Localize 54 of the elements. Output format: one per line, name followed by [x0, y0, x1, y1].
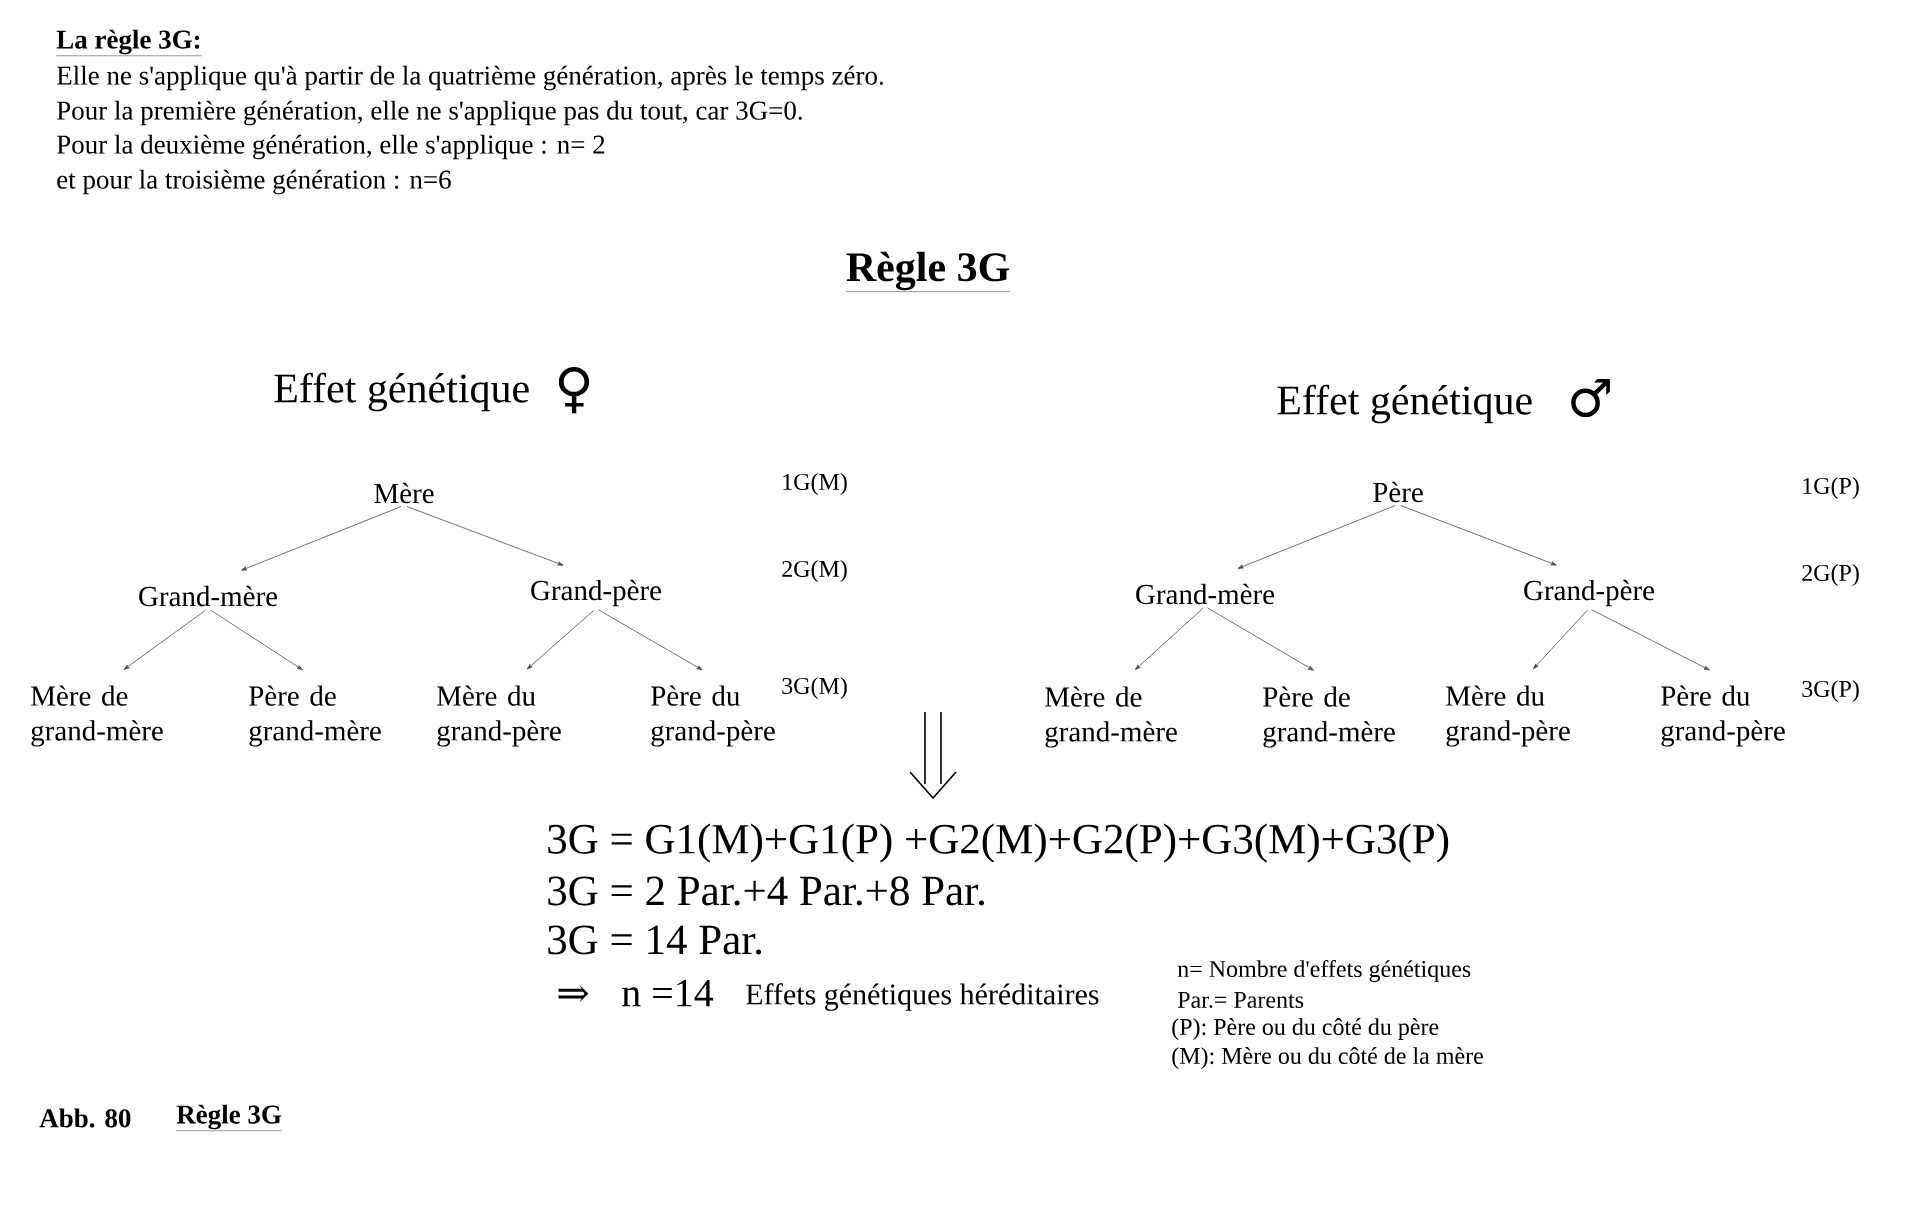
note: (M): Mère ou du côté de la mère [1172, 1047, 1483, 1069]
heading: La règle 3G: [56, 29, 202, 56]
generation-label: 1G(P) [1803, 477, 1859, 499]
arrow [526, 609, 595, 670]
generation-label: 2G(P) [1802, 564, 1859, 586]
arrow [598, 609, 703, 671]
kinship-label: Père de grand-mère [1263, 686, 1395, 748]
arrow [1207, 607, 1315, 671]
kinship-label: Grand-père [531, 579, 662, 607]
kinship-label: Père du grand-père [1661, 685, 1785, 747]
arrow [406, 506, 564, 566]
arrow [1591, 609, 1710, 671]
kinship-label: Grand-mère [1136, 583, 1275, 605]
female-symbol: ♀ [558, 366, 590, 414]
kinship-label: Père [1373, 481, 1423, 503]
kinship-label: Père de grand-mère [249, 685, 381, 747]
generation-label: 1G(M) [783, 473, 847, 495]
arrow [1134, 608, 1204, 670]
formula: 3G = 2 Par.+4 Par.+8 Par. [548, 876, 985, 906]
figure-caption: Règle 3G [176, 1104, 283, 1131]
formula: n =14 [622, 979, 714, 1007]
kinship-label: Mère de grand-mère [31, 685, 163, 747]
kinship-label: Mère [374, 482, 434, 504]
text-line: Pour la première génération, elle ne s'applique pas du tout, car 3G=0. [57, 100, 802, 126]
arrow [1400, 505, 1557, 566]
section-heading: Effet génétique [274, 372, 529, 412]
figure-number: Abb. 80 [39, 1108, 131, 1128]
note: Par.= Parents [1177, 992, 1304, 1009]
kinship-label: Mère du grand-père [1446, 685, 1570, 747]
male-symbol: ♂ [1571, 378, 1610, 418]
text-line: Pour la deuxième génération, elle s'applique : n= 2 [57, 134, 605, 160]
arrow [1533, 610, 1588, 670]
kinship-label: Grand-père [1524, 579, 1655, 607]
section-heading: Effet génétique [1277, 384, 1532, 424]
arrow [123, 609, 206, 670]
formula: 3G = G1(M)+G1(P) +G2(M)+G2(P)+G3(M)+G3(P) [548, 823, 1449, 863]
text-line: et pour la troisième génération : n=6 [57, 169, 451, 195]
arrow [210, 609, 303, 670]
kinship-label: Mère de grand-mère [1045, 686, 1177, 748]
implies-symbol: ⇒ [558, 985, 589, 1002]
generation-label: 3G(M) [782, 677, 847, 699]
generation-label: 3G(P) [1802, 680, 1859, 702]
title: Règle 3G [845, 251, 1011, 292]
formula: 3G = 14 Par. [548, 925, 762, 955]
text-line: Elle ne s'applique qu'à partir de la quatrième génération, après le temps zéro. [57, 65, 883, 91]
kinship-label: Père du grand-père [651, 685, 775, 747]
generation-label: 2G(M) [782, 560, 847, 582]
note: (P): Père ou du côté du père [1172, 1018, 1439, 1040]
note: n= Nombre d'effets génétiques [1177, 960, 1471, 983]
arrow [241, 506, 402, 571]
kinship-label: Grand-mère [139, 585, 278, 607]
kinship-label: Mère du grand-père [437, 685, 561, 747]
formula-note: Effets génétiques héréditaires [746, 983, 1099, 1011]
arrow [1237, 505, 1396, 569]
